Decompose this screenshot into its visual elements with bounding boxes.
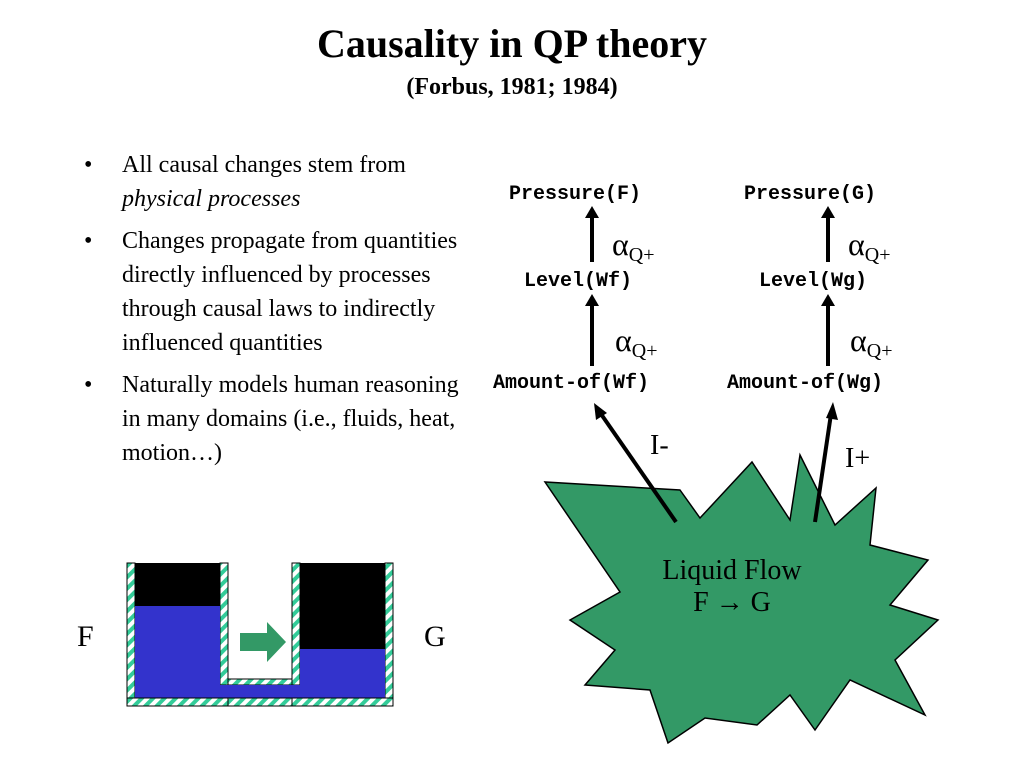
tank-f-label: F xyxy=(77,620,94,653)
process-name: Liquid Flow xyxy=(662,555,802,586)
tank-f-bottom-wall xyxy=(126,697,229,707)
arrow-influence-minus xyxy=(599,412,678,524)
pipe-top-wall xyxy=(227,678,293,686)
arrowhead xyxy=(821,294,835,306)
tank-g-right-wall xyxy=(384,562,394,707)
tank-g-black xyxy=(300,563,385,649)
bullet-item: • Changes propagate from quantities direc… xyxy=(84,224,464,360)
pressure-f-label: Pressure(F) xyxy=(509,183,642,206)
bullet-marker: • xyxy=(84,228,93,254)
bullet-item: • All causal changes stem from physical p… xyxy=(84,148,464,216)
tank-g-water xyxy=(300,649,385,698)
pressure-g-label: Pressure(G) xyxy=(744,183,877,206)
pipe-bottom-wall xyxy=(227,697,293,707)
tank-f-black xyxy=(135,563,220,606)
alpha-qplus-label: αQ+ xyxy=(612,226,655,266)
slide-title: Causality in QP theory xyxy=(316,21,708,66)
bullet-marker: • xyxy=(84,152,93,178)
bullet-item: • Naturally models human reasoning in man… xyxy=(84,368,464,470)
amount-g-label: Amount-of(Wg) xyxy=(727,372,884,395)
flow-direction-arrow xyxy=(240,622,286,662)
influence-plus-label: I+ xyxy=(845,443,871,474)
arrowhead xyxy=(594,403,607,420)
level-g-label: Level(Wg) xyxy=(759,270,868,293)
slide-subtitle: (Forbus, 1981; 1984) xyxy=(406,74,618,100)
alpha-qplus-label: αQ+ xyxy=(848,226,891,266)
tank-g-label: G xyxy=(424,620,446,653)
tank-g-left-wall xyxy=(291,562,301,686)
arrowhead xyxy=(821,206,835,218)
bullet-text: Naturally models human reasoning in many… xyxy=(122,372,459,466)
influence-minus-label: I- xyxy=(650,430,669,461)
pipe-water xyxy=(220,685,300,698)
bullet-text: All causal changes stem from xyxy=(122,152,406,178)
alpha-qplus-label: αQ+ xyxy=(850,322,893,362)
level-f-label: Level(Wf) xyxy=(524,270,633,293)
process-label: Liquid Flow F → G xyxy=(600,555,864,619)
tank-f-right-wall xyxy=(219,562,229,686)
bullet-list: • All causal changes stem from physical p… xyxy=(84,148,464,478)
arrow-influence-plus xyxy=(813,413,833,523)
arrowhead xyxy=(585,206,599,218)
bullet-marker: • xyxy=(84,372,93,398)
bullet-emphasis: physical processes xyxy=(122,186,301,212)
alpha-qplus-label: αQ+ xyxy=(615,322,658,362)
tank-f-left-wall xyxy=(126,562,136,707)
arrowhead xyxy=(585,294,599,306)
tank-f-water xyxy=(135,606,220,698)
amount-f-label: Amount-of(Wf) xyxy=(493,372,650,395)
liquid-flow-process-star xyxy=(543,452,940,745)
bullet-text: Changes propagate from quantities direct… xyxy=(122,228,458,356)
container-diagram xyxy=(126,562,394,707)
arrowhead xyxy=(826,402,838,420)
tank-g-bottom-wall xyxy=(291,697,394,707)
process-direction: F → G xyxy=(693,587,771,618)
